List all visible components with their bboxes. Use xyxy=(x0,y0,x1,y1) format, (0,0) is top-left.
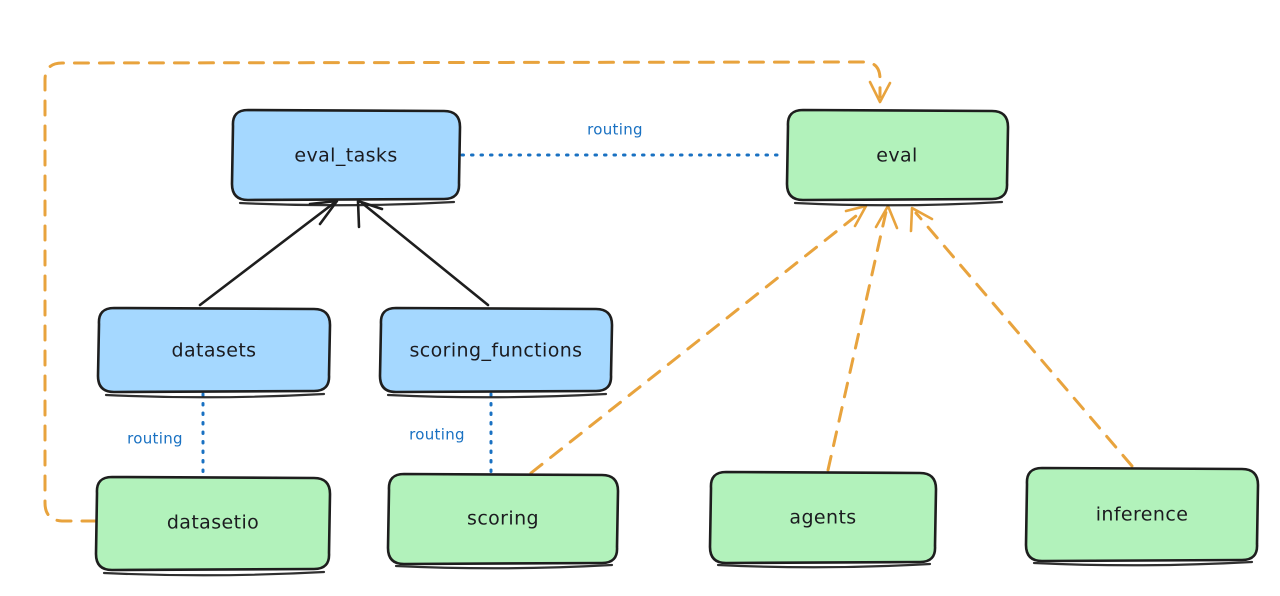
node-label-datasets: datasets xyxy=(172,340,257,362)
edge-label-routing-scoring-text: routing xyxy=(409,426,465,444)
node-label-scoring: scoring xyxy=(467,508,539,530)
edge-label-routing-scoring: routing xyxy=(398,423,476,447)
node-label-eval: eval xyxy=(876,145,917,167)
node-eval[interactable]: eval xyxy=(785,108,1010,207)
edge-agents-to-eval xyxy=(826,204,899,472)
edge-label-routing-datasetio-text: routing xyxy=(127,430,183,448)
edge-label-routing-datasetio: routing xyxy=(116,427,194,451)
node-inference[interactable]: inference xyxy=(1024,466,1260,567)
edge-inference-to-eval xyxy=(909,206,1134,468)
edge-label-routing-eval: routing xyxy=(576,118,654,142)
edge-label-routing-eval-text: routing xyxy=(587,121,643,139)
node-agents[interactable]: agents xyxy=(708,470,938,569)
node-scoring[interactable]: scoring xyxy=(386,472,620,570)
node-datasets[interactable]: datasets xyxy=(96,306,332,399)
node-label-agents: agents xyxy=(789,507,856,529)
node-label-inference: inference xyxy=(1096,504,1189,526)
edge-datasetio-to-eval xyxy=(43,60,892,523)
edge-scoring-functions-to-eval-tasks xyxy=(356,199,490,307)
node-eval-tasks[interactable]: eval_tasks xyxy=(230,108,462,207)
node-datasetio[interactable]: datasetio xyxy=(94,475,332,577)
edge-datasets-to-eval-tasks xyxy=(198,199,339,307)
node-scoring-functions[interactable]: scoring_functions xyxy=(378,306,614,399)
node-label-scoring-functions: scoring_functions xyxy=(410,340,583,362)
node-label-datasetio: datasetio xyxy=(167,512,259,534)
node-label-eval-tasks: eval_tasks xyxy=(294,145,397,167)
